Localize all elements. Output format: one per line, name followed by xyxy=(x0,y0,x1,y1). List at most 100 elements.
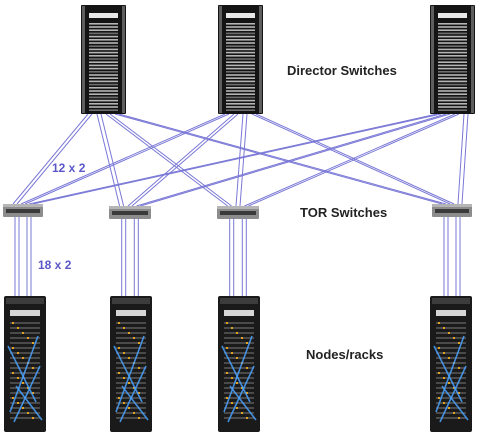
director-tor-link xyxy=(118,113,447,205)
rack-slot xyxy=(224,367,254,369)
rack-cable xyxy=(441,385,469,421)
rack-cable xyxy=(121,385,149,421)
rack-led xyxy=(458,367,460,369)
rack-cable xyxy=(439,365,467,423)
rack-led xyxy=(438,347,440,349)
cabinet-badge xyxy=(226,13,255,18)
rack-led xyxy=(246,367,248,369)
port-row xyxy=(438,32,467,35)
rack-slot xyxy=(224,352,254,354)
tor-ports xyxy=(220,211,256,215)
node-rack-2 xyxy=(110,296,152,432)
rack-led xyxy=(448,332,450,334)
port-row xyxy=(226,64,255,67)
rack-slot xyxy=(10,342,40,344)
port-row xyxy=(226,80,255,83)
tor-top xyxy=(3,204,43,207)
rack-led xyxy=(453,337,455,339)
rack-slot xyxy=(436,357,466,359)
rack-slot xyxy=(436,342,466,344)
director-tor-link xyxy=(24,113,230,205)
cabinet-edge xyxy=(431,6,434,113)
rack-slot xyxy=(436,412,466,414)
tor-to-node-links xyxy=(14,217,461,296)
rack-led xyxy=(22,357,24,359)
port-row xyxy=(438,74,467,76)
rack-slot xyxy=(10,402,40,404)
rack-slot xyxy=(436,382,466,384)
rack-slot xyxy=(224,407,254,409)
rack-slot xyxy=(224,332,254,334)
rack-led xyxy=(32,392,34,394)
rack-slot xyxy=(10,407,40,409)
rack-slot xyxy=(436,402,466,404)
cabinet-badge xyxy=(89,13,118,18)
port-row xyxy=(226,55,255,57)
port-row xyxy=(226,32,255,35)
rack-badge xyxy=(10,310,40,316)
port-row xyxy=(89,29,118,31)
port-row xyxy=(89,67,118,70)
rack-cable xyxy=(115,335,145,413)
rack-slot xyxy=(10,352,40,354)
port-row xyxy=(438,58,467,60)
rack-slot xyxy=(10,392,40,394)
rack-slot xyxy=(224,342,254,344)
port-row xyxy=(89,32,118,35)
director-tor-link xyxy=(12,113,89,205)
rack-led xyxy=(443,327,445,329)
port-row xyxy=(226,74,255,76)
rack-slot xyxy=(224,322,254,324)
port-row xyxy=(89,61,118,63)
rack-led xyxy=(133,387,135,389)
director-tor-link xyxy=(248,113,460,207)
port-row xyxy=(438,77,467,79)
port-row xyxy=(438,109,467,111)
rack-led xyxy=(226,322,228,324)
node-rack-1 xyxy=(4,296,46,432)
director-tor-link xyxy=(20,113,226,205)
port-row xyxy=(226,42,255,44)
rack-cable xyxy=(221,345,251,403)
port-row xyxy=(226,39,255,41)
port-row xyxy=(226,96,255,99)
rack-slot xyxy=(10,382,40,384)
rack-slot xyxy=(10,322,40,324)
port-row xyxy=(89,83,118,86)
port-row xyxy=(226,48,255,51)
port-row xyxy=(438,45,467,47)
cabinet-edge xyxy=(471,6,474,113)
port-row xyxy=(89,55,118,57)
port-row xyxy=(89,51,118,54)
port-row xyxy=(226,61,255,63)
port-row xyxy=(226,26,255,28)
rack-slot xyxy=(436,332,466,334)
rack-led xyxy=(17,402,19,404)
rack-slot xyxy=(10,327,40,329)
rack-slot xyxy=(116,382,146,384)
port-row xyxy=(438,106,467,108)
director-to-tor-links xyxy=(12,113,469,207)
rack-led xyxy=(123,327,125,329)
director-switches-label: Director Switches xyxy=(287,63,397,78)
rack-led xyxy=(443,352,445,354)
rack-led xyxy=(128,357,130,359)
port-row xyxy=(438,90,467,92)
rack-led xyxy=(226,397,228,399)
node-rack-4 xyxy=(430,296,472,432)
rack-slot xyxy=(116,392,146,394)
rack-slot xyxy=(436,362,466,364)
rack-slot xyxy=(436,407,466,409)
port-row xyxy=(438,99,467,102)
rack-cable xyxy=(9,335,39,413)
rack-slot xyxy=(116,407,146,409)
director-tor-link xyxy=(109,113,232,207)
rack-led xyxy=(133,337,135,339)
director-tor-link xyxy=(28,113,438,205)
rack-led xyxy=(241,337,243,339)
rack-led xyxy=(138,342,140,344)
rack-led xyxy=(236,357,238,359)
rack-led xyxy=(118,372,120,374)
rack-led xyxy=(32,367,34,369)
cabinet-edge xyxy=(219,6,222,113)
